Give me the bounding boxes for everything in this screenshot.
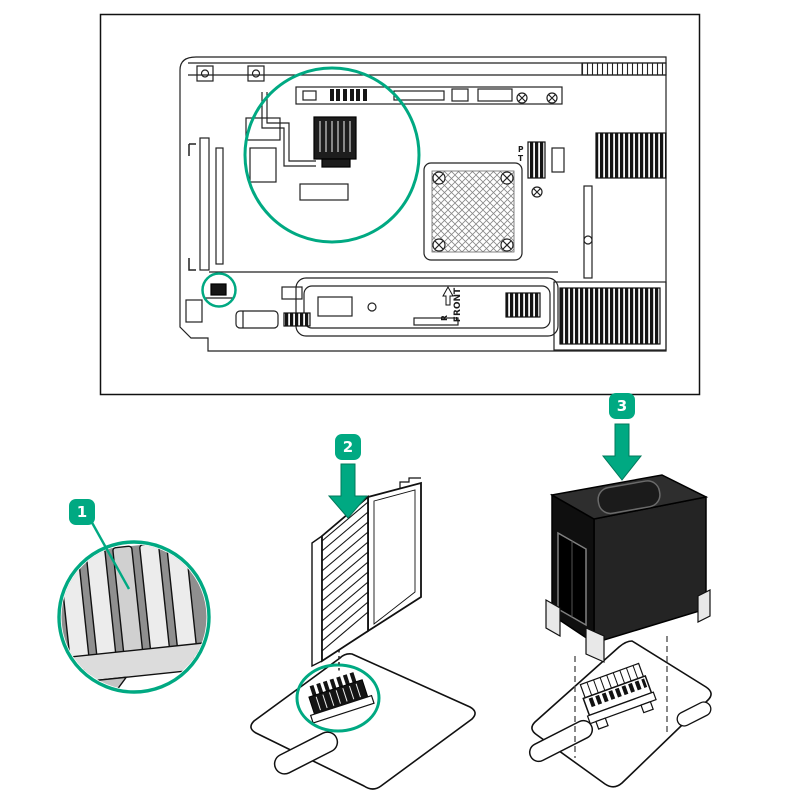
label-p: P <box>518 145 524 154</box>
heatsink <box>423 162 523 261</box>
server-chassis-drawing: P T R FRONT <box>179 56 667 352</box>
highlighted-connector-area <box>245 92 357 201</box>
bottom-tray <box>295 277 559 337</box>
dimm-comb-upper <box>595 132 667 179</box>
module-3-clip-front <box>585 627 605 663</box>
magnifier-circle <box>243 66 421 244</box>
connector-module <box>313 116 357 160</box>
callout-1-number: 1 <box>76 502 88 521</box>
callout-3-arrow-icon <box>601 423 643 481</box>
callout-3-badge: 3 <box>609 393 635 419</box>
label-front: FRONT <box>453 287 463 322</box>
callout-2-arrow-icon <box>327 463 369 519</box>
socket-2 <box>308 672 375 724</box>
screw-tabs <box>196 65 265 82</box>
left-rails <box>188 137 558 273</box>
callout-3-number: 3 <box>616 396 628 415</box>
module-2 <box>311 477 422 668</box>
connector-3 <box>579 662 657 730</box>
callout-2 <box>250 463 476 790</box>
plate-2-slot <box>273 731 339 775</box>
callout-1-circle <box>57 540 211 694</box>
callout-1-badge: 1 <box>69 499 95 525</box>
cable-route <box>261 92 316 167</box>
small-connector <box>204 283 234 299</box>
top-rail-ticks <box>581 62 667 76</box>
module-3-clip-right <box>697 589 711 623</box>
callout-2-number: 2 <box>342 437 354 456</box>
label-t: T <box>518 154 524 163</box>
callout-2-badge: 2 <box>335 434 361 460</box>
fan-grill <box>553 281 667 351</box>
bottom-left-parts <box>185 286 311 329</box>
plate-3-slot-left <box>528 719 594 763</box>
front-indicator: R FRONT <box>440 285 463 322</box>
pt-connector: P T <box>518 141 565 198</box>
screws-top-right <box>516 92 558 104</box>
module-3-clip-left <box>545 598 561 638</box>
base-plate-3 <box>531 640 712 788</box>
callout-3 <box>528 423 712 788</box>
front-arrow-icon <box>442 285 454 306</box>
connector-highlight-small <box>201 272 237 308</box>
riser-bracket <box>295 86 563 105</box>
callout-1-detail <box>61 544 207 690</box>
plate-3-slot-right <box>676 701 712 727</box>
label-front-r: R <box>440 315 449 321</box>
chassis-outline <box>179 56 667 352</box>
callout-1 <box>57 518 211 694</box>
module-3 <box>545 474 711 663</box>
socket-2-highlight-ellipse <box>295 663 381 733</box>
callout-1-leader-line <box>88 518 131 590</box>
module-3-top-opening <box>597 480 661 515</box>
right-rail <box>583 185 593 279</box>
